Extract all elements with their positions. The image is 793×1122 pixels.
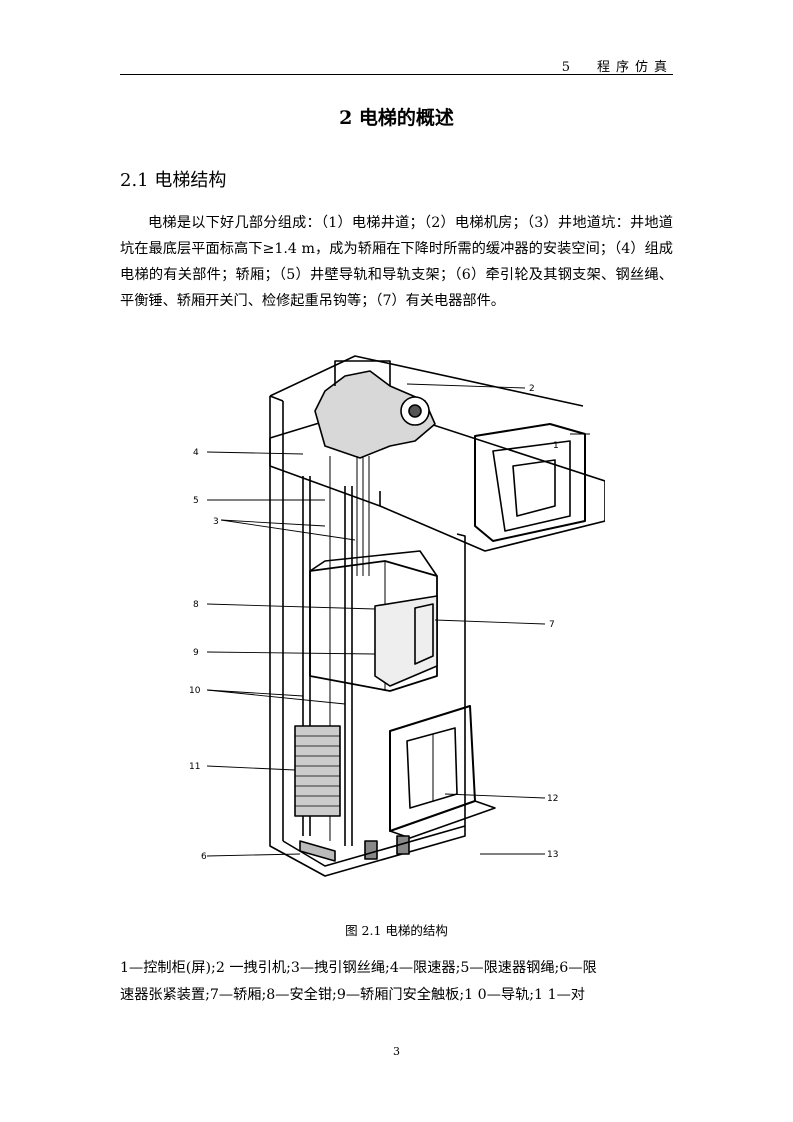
figure-label-9: 9 [193,648,199,658]
car [374,595,438,687]
header-chapter: 5 程序仿真 [562,56,673,75]
figure-label-13: 13 [547,850,558,860]
figure-label-10: 10 [189,686,201,696]
legend-line: 速器张紧装置;7—轿厢;8—安全钳;9—轿厢门安全触板;1 0—导轨;1 1—对 [120,987,585,1003]
figure-label-3: 3 [213,517,219,527]
figure-label-1: 1 [553,441,559,451]
figure-label-4: 4 [193,448,199,458]
shaft-top-edge [269,355,584,407]
shaft-left-face [269,395,284,402]
figure-label-6: 6 [201,852,207,862]
figure-label-11: 11 [189,762,200,772]
header-chapter-number: 5 [561,60,571,75]
figure-label-2: 2 [529,384,535,394]
body-paragraph: 电梯是以下好几部分组成：（1）电梯井道；（2）电梯机房；（3）井地道坑：井地道坑… [120,215,673,309]
figure-label-12: 12 [547,794,558,804]
header-chapter-name: 程序仿真 [596,60,673,75]
elevator-structure-figure: 1 2 3 4 5 6 7 8 9 10 11 12 13 [175,346,606,906]
page-number: 3 [393,1045,400,1058]
control-cabinet [314,370,436,459]
machine-room-box [474,423,586,542]
pit-floor [282,825,466,867]
figure-label-5: 5 [193,496,199,506]
tension-device [299,840,336,862]
counterweight [294,725,341,817]
chapter-title: 2 电梯的概述 [339,107,454,129]
legend-line: 1—控制柜(屏);2 一拽引机;3—拽引钢丝绳;4—限速器;5—限速器钢绳;6—… [120,960,597,976]
page-header: 5 程序仿真 [120,56,673,75]
shaft-wall [269,396,466,877]
figure-caption: 图 2.1 电梯的结构 [345,923,448,938]
buffer-left [364,840,378,860]
figure-label-7: 7 [549,620,555,630]
figure-label-8: 8 [193,600,199,610]
elevator-diagram: 1 2 3 4 5 6 7 8 9 10 11 12 13 [189,355,606,877]
figure-legend: 1—控制柜(屏);2 一拽引机;3—拽引钢丝绳;4—限速器;5—限速器钢绳;6—… [120,955,673,1009]
section-title: 2.1 电梯结构 [120,170,227,191]
